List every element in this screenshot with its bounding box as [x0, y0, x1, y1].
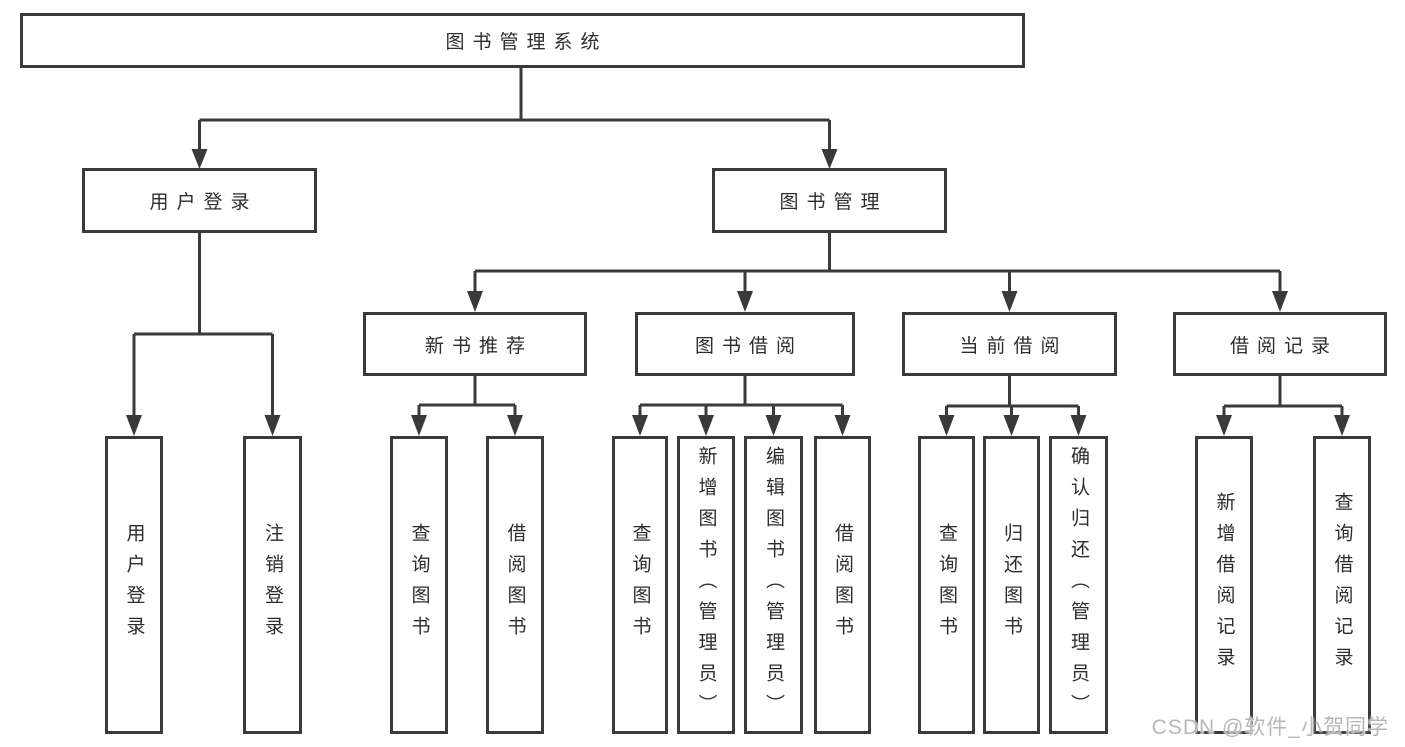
node-br-add-record: 新增借阅记录 [1195, 436, 1253, 734]
arrow-down-icon [1003, 415, 1020, 436]
connector-line [945, 376, 1080, 418]
node-label: 图书借阅 [694, 335, 803, 357]
arrow-down-icon [126, 415, 142, 436]
node-cb-return-book: 归还图书 [983, 436, 1040, 734]
connector-book-borrow-children [632, 376, 851, 436]
arrow-down-icon [1070, 415, 1087, 436]
connector-line [198, 68, 831, 152]
node-book-borrow: 图书借阅 [635, 312, 855, 376]
arrow-down-icon [264, 415, 281, 436]
arrow-down-icon [698, 415, 714, 436]
connector-book-management-children [467, 233, 1288, 312]
node-label: 用户登录 [149, 192, 258, 213]
node-br-query-record: 查询借阅记录 [1313, 436, 1371, 734]
node-nbr-borrow-book: 借阅图书 [486, 436, 544, 734]
connector-root-to-level2 [191, 68, 838, 169]
arrow-down-icon [1272, 291, 1288, 312]
node-borrow-record: 借阅记录 [1173, 312, 1387, 376]
connector-line [417, 376, 517, 418]
node-label: 查询图书 [408, 523, 430, 647]
arrow-down-icon [1334, 415, 1350, 436]
node-label: 注销登录 [262, 523, 283, 647]
arrow-down-icon [765, 415, 782, 436]
arrow-down-icon [632, 415, 648, 436]
connector-line [638, 376, 844, 418]
arrow-down-icon [191, 149, 208, 169]
node-root: 图书管理系统 [20, 13, 1025, 68]
connector-line [1222, 376, 1344, 418]
node-label: 确认归还（管理员） [1068, 445, 1089, 725]
connector-user-login-children [126, 233, 281, 436]
watermark: CSDN @软件_小贺同学 [1151, 716, 1389, 739]
connector-borrow-record-children [1216, 376, 1350, 436]
arrow-down-icon [821, 149, 838, 169]
node-label: 查询借阅记录 [1331, 492, 1353, 678]
node-label: 借阅图书 [832, 523, 853, 647]
node-label: 借阅图书 [504, 523, 526, 647]
node-label: 编辑图书（管理员） [763, 445, 784, 725]
node-bb-query-book: 查询图书 [612, 436, 668, 734]
arrow-down-icon [1001, 291, 1018, 312]
node-user-login-leaf: 用户登录 [105, 436, 163, 734]
arrow-down-icon [507, 415, 523, 436]
arrow-down-icon [467, 291, 483, 312]
node-label: 图书管理系统 [445, 32, 608, 53]
node-label: 新书推荐 [424, 335, 533, 357]
node-current-borrow: 当前借阅 [902, 312, 1117, 376]
node-label: 借阅记录 [1229, 335, 1338, 357]
node-new-book-recommend: 新书推荐 [363, 312, 587, 376]
node-bb-borrow-book: 借阅图书 [814, 436, 871, 734]
node-label: 查询图书 [629, 523, 651, 647]
connector-line [473, 233, 1282, 294]
node-label: 图书管理 [779, 192, 888, 213]
node-logout: 注销登录 [243, 436, 302, 734]
node-book-management: 图书管理 [712, 168, 947, 233]
node-cb-confirm-return: 确认归还（管理员） [1049, 436, 1108, 734]
node-nbr-query-book: 查询图书 [390, 436, 448, 734]
arrow-down-icon [737, 291, 753, 312]
node-bb-edit-book: 编辑图书（管理员） [744, 436, 803, 734]
connector-line [132, 233, 274, 418]
arrow-down-icon [411, 415, 427, 436]
arrow-down-icon [834, 415, 851, 436]
node-label: 新增借阅记录 [1213, 492, 1235, 678]
arrow-down-icon [938, 415, 955, 436]
node-bb-add-book: 新增图书（管理员） [677, 436, 735, 734]
node-label: 新增图书（管理员） [695, 445, 717, 725]
node-user-login: 用户登录 [82, 168, 317, 233]
connector-new-book-recommend-children [411, 376, 523, 436]
node-label: 用户登录 [123, 523, 145, 647]
node-label: 当前借阅 [959, 335, 1068, 357]
arrow-down-icon [1216, 415, 1232, 436]
node-label: 归还图书 [1001, 523, 1022, 647]
connector-current-borrow-children [938, 376, 1087, 436]
node-label: 查询图书 [936, 523, 957, 647]
node-cb-query-book: 查询图书 [918, 436, 975, 734]
